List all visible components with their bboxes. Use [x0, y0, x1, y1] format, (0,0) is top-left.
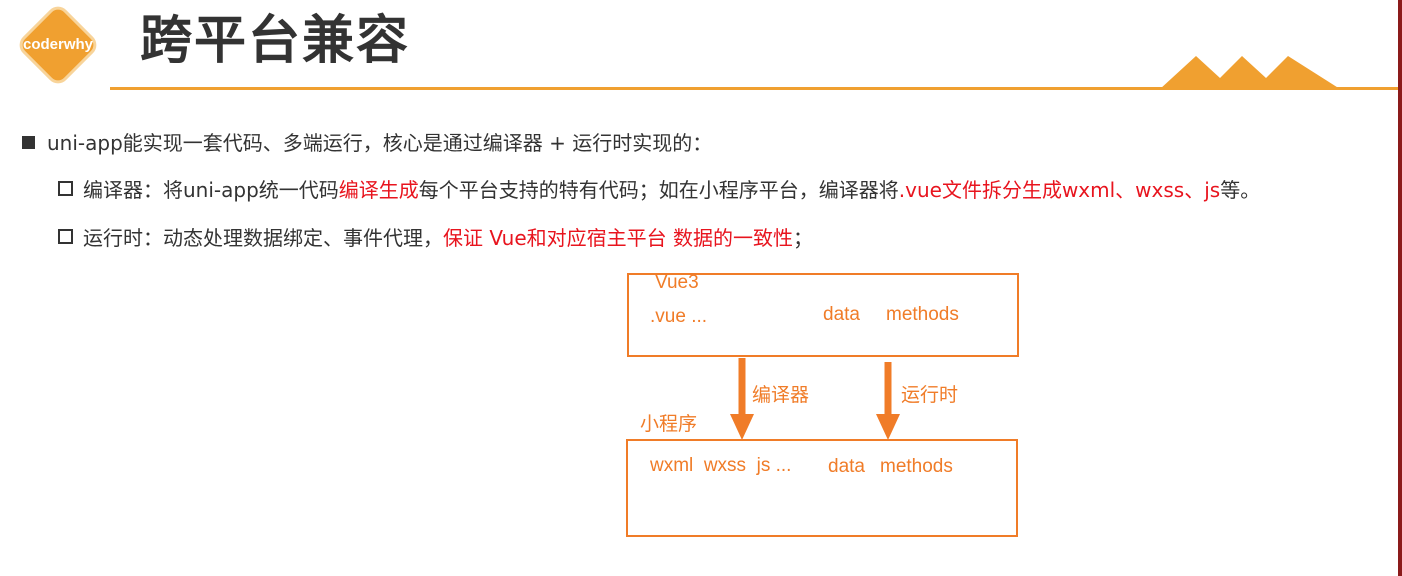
miniprogram-label: 小程序 — [640, 414, 698, 435]
compiler-text-4: .vue文件拆分生成wxml、wxss、js — [898, 178, 1221, 202]
compiler-text-1: 编译器：将uni-app统一代码 — [83, 178, 339, 202]
compiler-text-2: 编译生成 — [338, 178, 419, 202]
vue-files-text: .vue ... — [650, 306, 708, 327]
logo: coderwhy — [15, 2, 101, 88]
miniprogram-box — [626, 439, 1018, 537]
top-methods-text: methods — [886, 304, 959, 325]
logo-text: coderwhy — [22, 36, 94, 53]
main-bullet-text: uni-app能实现一套代码、多端运行，核心是通过编译器 + 运行时实现的： — [47, 131, 713, 155]
bottom-data-text: data — [828, 456, 865, 477]
runtime-text-1: 运行时：动态处理数据绑定、事件代理， — [83, 226, 443, 250]
bottom-methods-text: methods — [880, 456, 953, 477]
compiler-arrow-label: 编译器 — [752, 385, 810, 406]
runtime-arrow-head-icon — [876, 414, 900, 440]
vue3-label: Vue3 — [655, 272, 699, 293]
compiler-text-3: 每个平台支持的特有代码；如在小程序平台，编译器将 — [418, 178, 899, 202]
header-divider — [110, 87, 1402, 90]
top-data-text: data — [823, 304, 860, 325]
main-bullet: uni-app能实现一套代码、多端运行，核心是通过编译器 + 运行时实现的： — [22, 128, 712, 158]
logo-diamond-icon — [19, 6, 97, 84]
compiler-bullet: 编译器：将uni-app统一代码编译生成每个平台支持的特有代码；如在小程序平台，… — [58, 175, 1260, 205]
hollow-square-bullet-icon — [58, 229, 73, 244]
hollow-square-bullet-icon — [58, 181, 73, 196]
runtime-text-3: ； — [793, 226, 814, 250]
conversion-arrows — [730, 358, 900, 440]
filled-square-bullet-icon — [22, 136, 35, 149]
vue3-box — [627, 273, 1019, 357]
runtime-bullet: 运行时：动态处理数据绑定、事件代理，保证 Vue和对应宿主平台 数据的一致性； — [58, 223, 813, 253]
runtime-arrow-label: 运行时 — [901, 385, 959, 406]
mountain-decoration-icon — [1160, 56, 1340, 89]
runtime-text-2: 保证 Vue和对应宿主平台 数据的一致性 — [443, 226, 794, 250]
page-title: 跨平台兼容 — [140, 11, 411, 71]
right-edge-bar — [1398, 0, 1402, 576]
compiler-text-5: 等。 — [1220, 178, 1261, 202]
compiler-arrow-head-icon — [730, 414, 754, 440]
miniprogram-files-text: wxml wxss js ... — [650, 455, 792, 476]
